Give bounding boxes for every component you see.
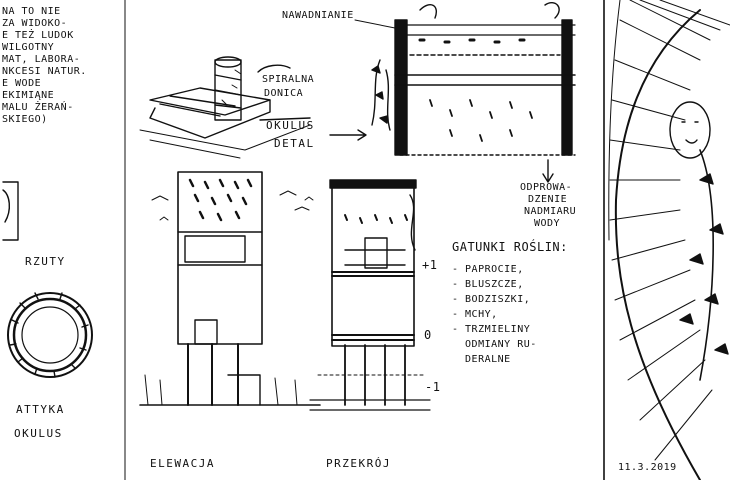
section-tower-sketch — [309, 179, 431, 411]
label-przekroj: PRZEKRÓJ — [326, 457, 391, 470]
label-detal: DETAL — [274, 137, 315, 150]
note-line: MAT, LABORA- — [2, 54, 81, 65]
label-okulus-plan: OKULUS — [14, 427, 63, 440]
roof-detail-sketch — [354, 1, 576, 183]
note-line: WILGOTNY — [2, 42, 55, 53]
radial-oculus-perspective-sketch — [608, 0, 730, 480]
plant-item: - TRZMIELINY — [452, 324, 531, 335]
plant-item: - BLUSZCZE, — [452, 279, 524, 290]
label-okulus: OKULUS — [266, 119, 315, 132]
label-nawadnianie: NAWADNIANIE — [282, 10, 354, 21]
plants-title: GATUNKI ROŚLIN: — [452, 240, 568, 254]
note-line: NKCESI NATUR. — [2, 66, 87, 77]
note-line: MALU ŻERAŃ- — [2, 102, 74, 113]
plant-item: - BODZISZKI, — [452, 294, 531, 305]
note-line: ZA WIDOKO- — [2, 18, 68, 29]
plant-item: DERALNE — [452, 354, 511, 365]
label-elewacja: ELEWACJA — [150, 457, 215, 470]
plants-list: - PAPROCIE, - BLUSZCZE, - BODZISZKI, - M… — [452, 262, 537, 367]
plant-item: - MCHY, — [452, 309, 498, 320]
oculus-detail-sketch — [139, 56, 367, 159]
label-donica: DONICA — [264, 88, 304, 99]
note-line: E TEŻ LUDOK — [2, 30, 74, 41]
note-line: EKIMIĄNE — [2, 90, 55, 101]
label-spiralna: SPIRALNA — [262, 74, 315, 85]
label-odprowadzenie-1: ODPROWA- — [520, 182, 573, 193]
label-odprowadzenie-4: WODY — [534, 218, 561, 229]
label-odprowadzenie-2: DZENIE — [528, 194, 568, 205]
label-rzut: RZUTY — [25, 255, 66, 268]
plant-item: - PAPROCIE, — [452, 264, 524, 275]
note-line: E WODE — [2, 78, 42, 89]
label-level-minus-one: -1 — [425, 380, 441, 394]
left-note: NA TO NIE ZA WIDOKO- E TEŻ LUDOK WILGOTN… — [2, 6, 87, 126]
label-attyka: ATTYKA — [16, 403, 65, 416]
note-line: SKIEGO) — [2, 114, 48, 125]
plan-square-sketch — [2, 181, 19, 241]
oculus-ring-sketch — [7, 292, 93, 378]
label-level-zero: 0 — [424, 328, 432, 342]
plant-item: ODMIANY RU- — [452, 339, 537, 350]
label-level-plus-one: +1 — [422, 258, 438, 272]
elevation-tower-sketch — [139, 171, 321, 406]
decorative-strokes — [159, 196, 314, 221]
note-line: NA TO NIE — [2, 6, 61, 17]
label-date: 11.3.2019 — [618, 462, 677, 473]
label-odprowadzenie-3: NADMIARU — [524, 206, 577, 217]
